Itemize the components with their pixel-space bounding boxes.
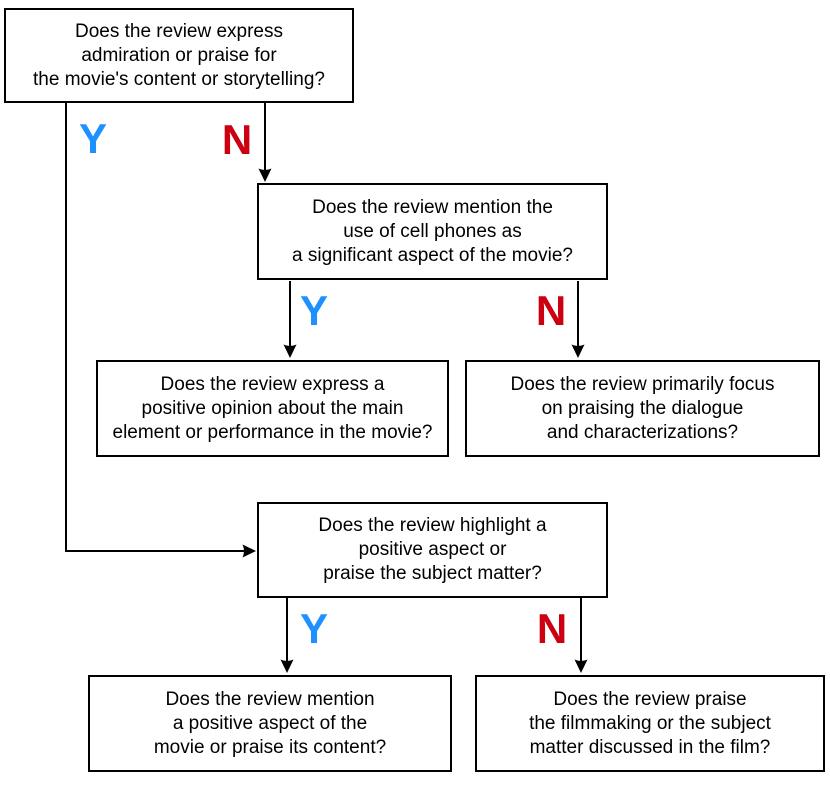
- node-text-line: element or performance in the movie?: [112, 421, 433, 443]
- edge-cellphones-no-arrowhead: [571, 344, 585, 358]
- edge-root-yes-arrowhead: [242, 544, 256, 558]
- node-text-line: matter discussed in the film?: [529, 736, 771, 758]
- node-q-praising-dialogue-characterizations: Does the review primarily focus on prais…: [465, 360, 820, 457]
- node-text-line: positive opinion about the main: [141, 397, 404, 419]
- node-q-mention-positive-aspect-content: Does the review mention a positive aspec…: [88, 675, 452, 772]
- node-text-line: the filmmaking or the subject: [529, 712, 771, 734]
- edge-label-no-cellphones: N: [535, 287, 567, 334]
- edge-cellphones-yes-arrowhead: [283, 344, 297, 358]
- edge-root-yes-line: [65, 103, 246, 552]
- node-text-line: and characterizations?: [546, 421, 739, 443]
- edge-label-yes-root: Y: [78, 115, 108, 162]
- node-text-line: movie or praise its content?: [153, 736, 387, 758]
- node-text-line: admiration or praise for: [81, 44, 277, 66]
- node-text-line: the movie's content or storytelling?: [33, 68, 325, 90]
- node-text-line: positive aspect or: [358, 539, 507, 560]
- node-text-line: a positive aspect of the: [172, 712, 368, 734]
- edge-label-yes-cellphones: Y: [299, 287, 329, 334]
- node-text-line: Does the review express a: [160, 373, 385, 395]
- node-q-highlight-positive-aspect-subject: Does the review highlight a positive asp…: [257, 502, 608, 598]
- node-text-line: Does the review express: [74, 20, 284, 42]
- node-text-line: Does the review mention the: [312, 196, 553, 218]
- node-q-praise-filmmaking-subject-matter: Does the review praise the filmmaking or…: [475, 675, 825, 772]
- node-text-line: Does the review highlight a: [318, 515, 547, 536]
- node-q-positive-opinion-main-element: Does the review express a positive opini…: [96, 360, 449, 457]
- edge-label-no-highlight: N: [536, 605, 568, 652]
- edge-label-no-root: N: [221, 116, 253, 163]
- node-q-cell-phones-significant-aspect: Does the review mention the use of cell …: [257, 183, 608, 280]
- edge-highlight-yes-arrowhead: [280, 659, 294, 673]
- node-text-line: praise the subject matter?: [323, 563, 542, 584]
- edge-root-no-arrowhead: [258, 168, 272, 182]
- edge-label-yes-highlight: Y: [299, 605, 329, 652]
- node-text-line: a significant aspect of the movie?: [292, 244, 573, 266]
- node-text-line: use of cell phones as: [343, 220, 522, 242]
- node-text-line: on praising the dialogue: [541, 397, 744, 419]
- node-q-admiration-content-storytelling: Does the review express admiration or pr…: [4, 8, 354, 103]
- edge-highlight-no-arrowhead: [574, 659, 588, 673]
- node-text-line: Does the review primarily focus: [510, 373, 775, 395]
- node-text-line: Does the review praise: [553, 688, 747, 710]
- node-text-line: Does the review mention: [165, 688, 375, 710]
